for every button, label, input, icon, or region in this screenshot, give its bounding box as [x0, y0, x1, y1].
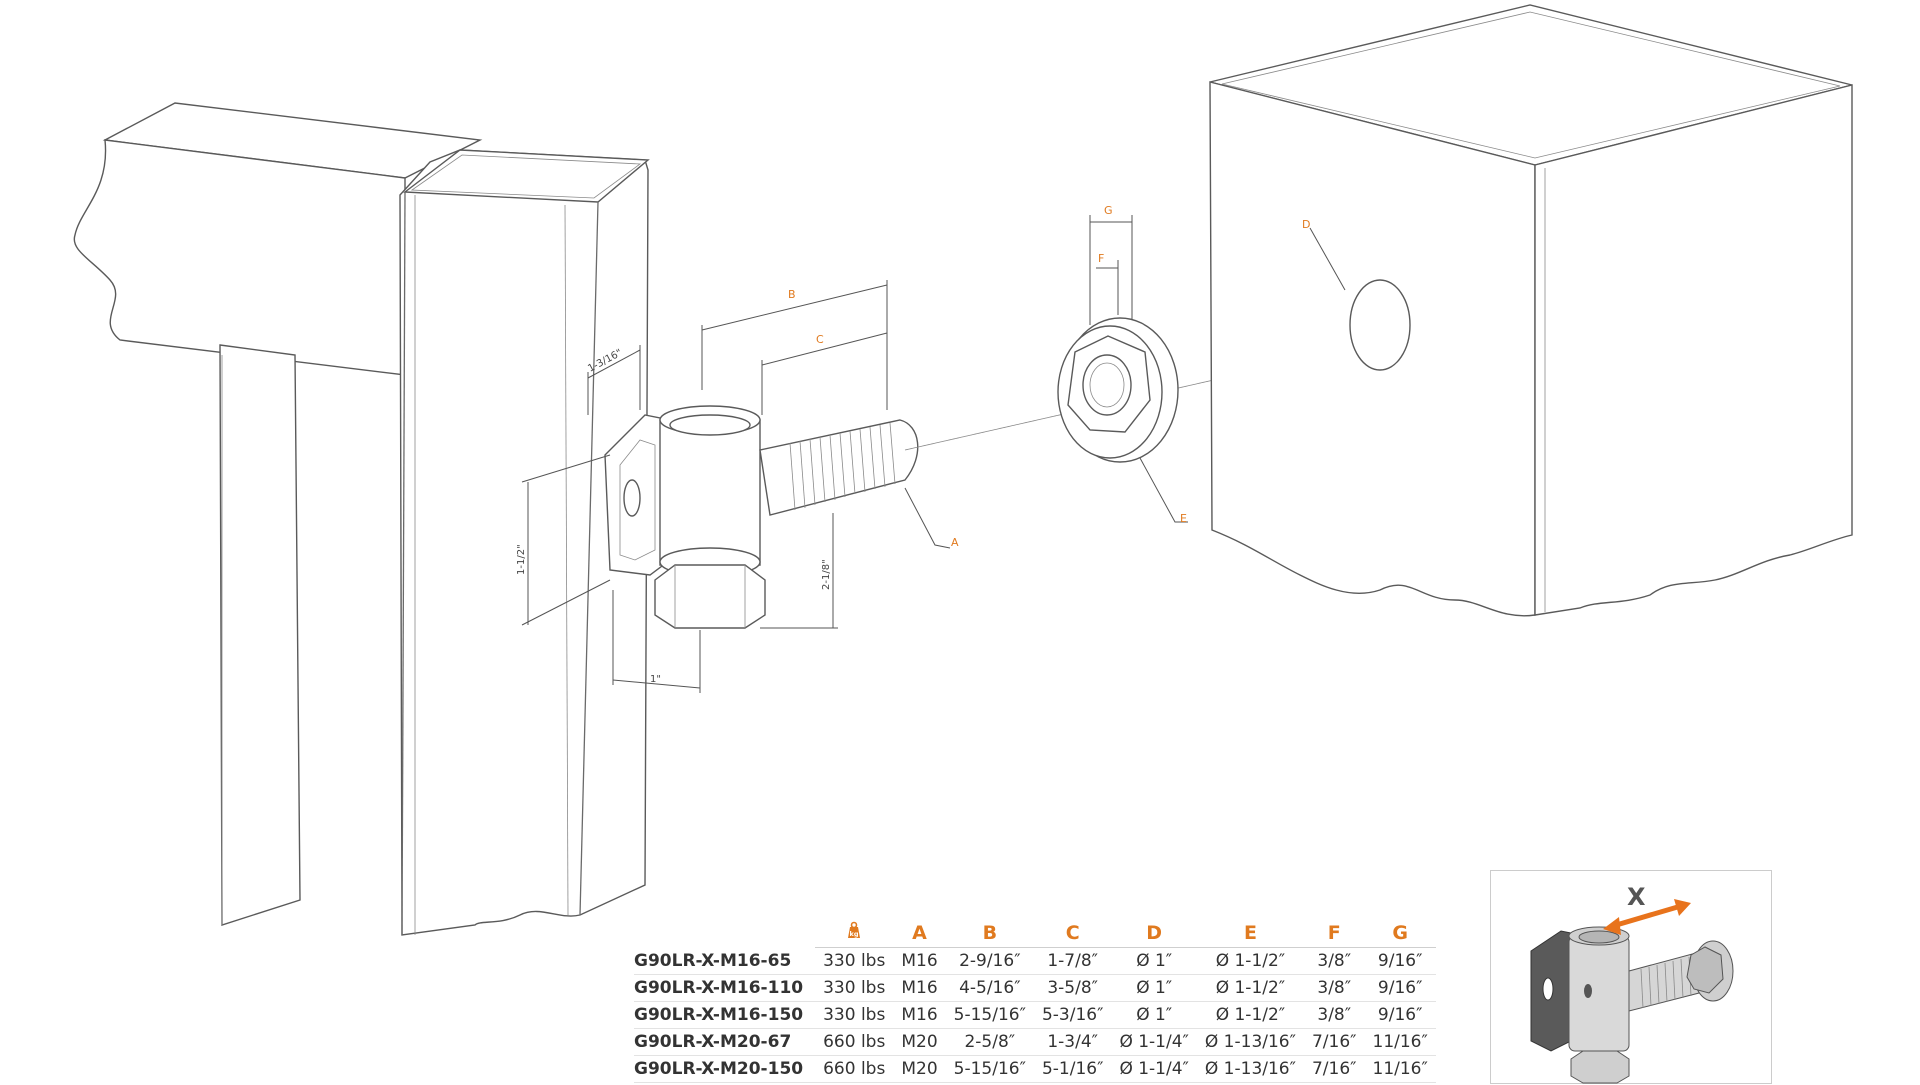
adjustment-inset: X: [1490, 870, 1772, 1084]
e-cell: Ø 1-1/2″: [1196, 974, 1304, 1002]
label-c: C: [816, 333, 824, 346]
label-e: E: [1180, 512, 1187, 525]
b-cell: 2-9/16″: [945, 947, 1034, 975]
model-cell: G90LR-X-M16-150: [634, 1001, 816, 1029]
svg-text:kg: kg: [850, 930, 859, 938]
table-row: G90LR-X-M16-110 330 lbs M16 4-5/16″ 3-5/…: [634, 974, 1436, 1002]
dim-2-1-8: 2-1/8": [821, 559, 832, 590]
dim-1: 1": [650, 674, 661, 685]
col-head-d: D: [1111, 920, 1197, 948]
c-cell: 1-7/8″: [1033, 947, 1112, 975]
load-cell: 330 lbs: [815, 974, 894, 1002]
hinge-assembly: [604, 405, 919, 629]
d-cell: Ø 1″: [1111, 1001, 1197, 1029]
load-cell: 330 lbs: [815, 1001, 894, 1029]
c-cell: 1-3/4″: [1033, 1028, 1112, 1056]
f-cell: 3/8″: [1303, 947, 1365, 975]
f-cell: 3/8″: [1303, 974, 1365, 1002]
col-head-g: G: [1364, 920, 1436, 948]
d-cell: Ø 1″: [1111, 974, 1197, 1002]
c-cell: 5-1/16″: [1033, 1055, 1112, 1083]
d-cell: Ø 1″: [1111, 947, 1197, 975]
e-cell: Ø 1-13/16″: [1196, 1055, 1304, 1083]
nut-washer: [1057, 317, 1179, 463]
gate-frame: [73, 102, 650, 936]
label-d: D: [1302, 218, 1310, 231]
model-cell: G90LR-X-M16-110: [634, 974, 816, 1002]
a-cell: M16: [893, 947, 946, 975]
a-cell: M20: [893, 1055, 946, 1083]
weight-kg-icon: kg: [844, 920, 864, 940]
model-cell: G90LR-X-M20-150: [634, 1055, 816, 1083]
f-cell: 7/16″: [1303, 1028, 1365, 1056]
b-cell: 4-5/16″: [945, 974, 1034, 1002]
table-row: G90LR-X-M16-150 330 lbs M16 5-15/16″ 5-3…: [634, 1001, 1436, 1029]
b-cell: 5-15/16″: [945, 1001, 1034, 1029]
f-cell: 7/16″: [1303, 1055, 1365, 1083]
g-cell: 9/16″: [1364, 947, 1436, 975]
spec-table: kg A B C D E F G G90LR-X-M16-65 330 lbs …: [634, 920, 1436, 1083]
load-cell: 660 lbs: [815, 1055, 894, 1083]
col-head-c: C: [1033, 920, 1112, 948]
adjust-x-label: X: [1627, 883, 1646, 911]
c-cell: 3-5/8″: [1033, 974, 1112, 1002]
col-head-a: A: [893, 920, 946, 948]
dim-1-1-2: 1-1/2": [516, 544, 527, 575]
table-row: G90LR-X-M20-67 660 lbs M20 2-5/8″ 1-3/4″…: [634, 1028, 1436, 1056]
e-cell: Ø 1-1/2″: [1196, 1001, 1304, 1029]
model-col-head: [634, 920, 815, 948]
e-cell: Ø 1-1/2″: [1196, 947, 1304, 975]
d-cell: Ø 1-1/4″: [1111, 1055, 1197, 1083]
b-cell: 2-5/8″: [945, 1028, 1034, 1056]
model-cell: G90LR-X-M16-65: [634, 947, 816, 975]
table-row: G90LR-X-M16-65 330 lbs M16 2-9/16″ 1-7/8…: [634, 947, 1436, 975]
a-cell: M16: [893, 1001, 946, 1029]
c-cell: 5-3/16″: [1033, 1001, 1112, 1029]
label-f: F: [1098, 252, 1104, 265]
table-header-row: kg A B C D E F G: [634, 920, 1436, 948]
label-b: B: [788, 288, 796, 301]
e-cell: Ø 1-13/16″: [1196, 1028, 1304, 1056]
label-g: G: [1104, 204, 1113, 217]
f-cell: 3/8″: [1303, 1001, 1365, 1029]
load-cell: 660 lbs: [815, 1028, 894, 1056]
g-cell: 11/16″: [1364, 1055, 1436, 1083]
dimension-lines: [521, 215, 1346, 693]
col-head-b: B: [945, 920, 1034, 948]
label-a: A: [951, 536, 959, 549]
col-head-f: F: [1303, 920, 1365, 948]
g-cell: 9/16″: [1364, 1001, 1436, 1029]
square-post: [1209, 4, 1853, 617]
g-cell: 9/16″: [1364, 974, 1436, 1002]
model-cell: G90LR-X-M20-67: [634, 1028, 816, 1056]
hinge-adjust-illustration: [1530, 899, 1734, 1084]
load-cell: 330 lbs: [815, 947, 894, 975]
load-col-head: kg: [815, 920, 894, 948]
table-row: G90LR-X-M20-150 660 lbs M20 5-15/16″ 5-1…: [634, 1055, 1436, 1083]
a-cell: M20: [893, 1028, 946, 1056]
b-cell: 5-15/16″: [945, 1055, 1034, 1083]
a-cell: M16: [893, 974, 946, 1002]
d-cell: Ø 1-1/4″: [1111, 1028, 1197, 1056]
col-head-e: E: [1196, 920, 1304, 948]
g-cell: 11/16″: [1364, 1028, 1436, 1056]
adjust-arrow: [1603, 899, 1691, 935]
